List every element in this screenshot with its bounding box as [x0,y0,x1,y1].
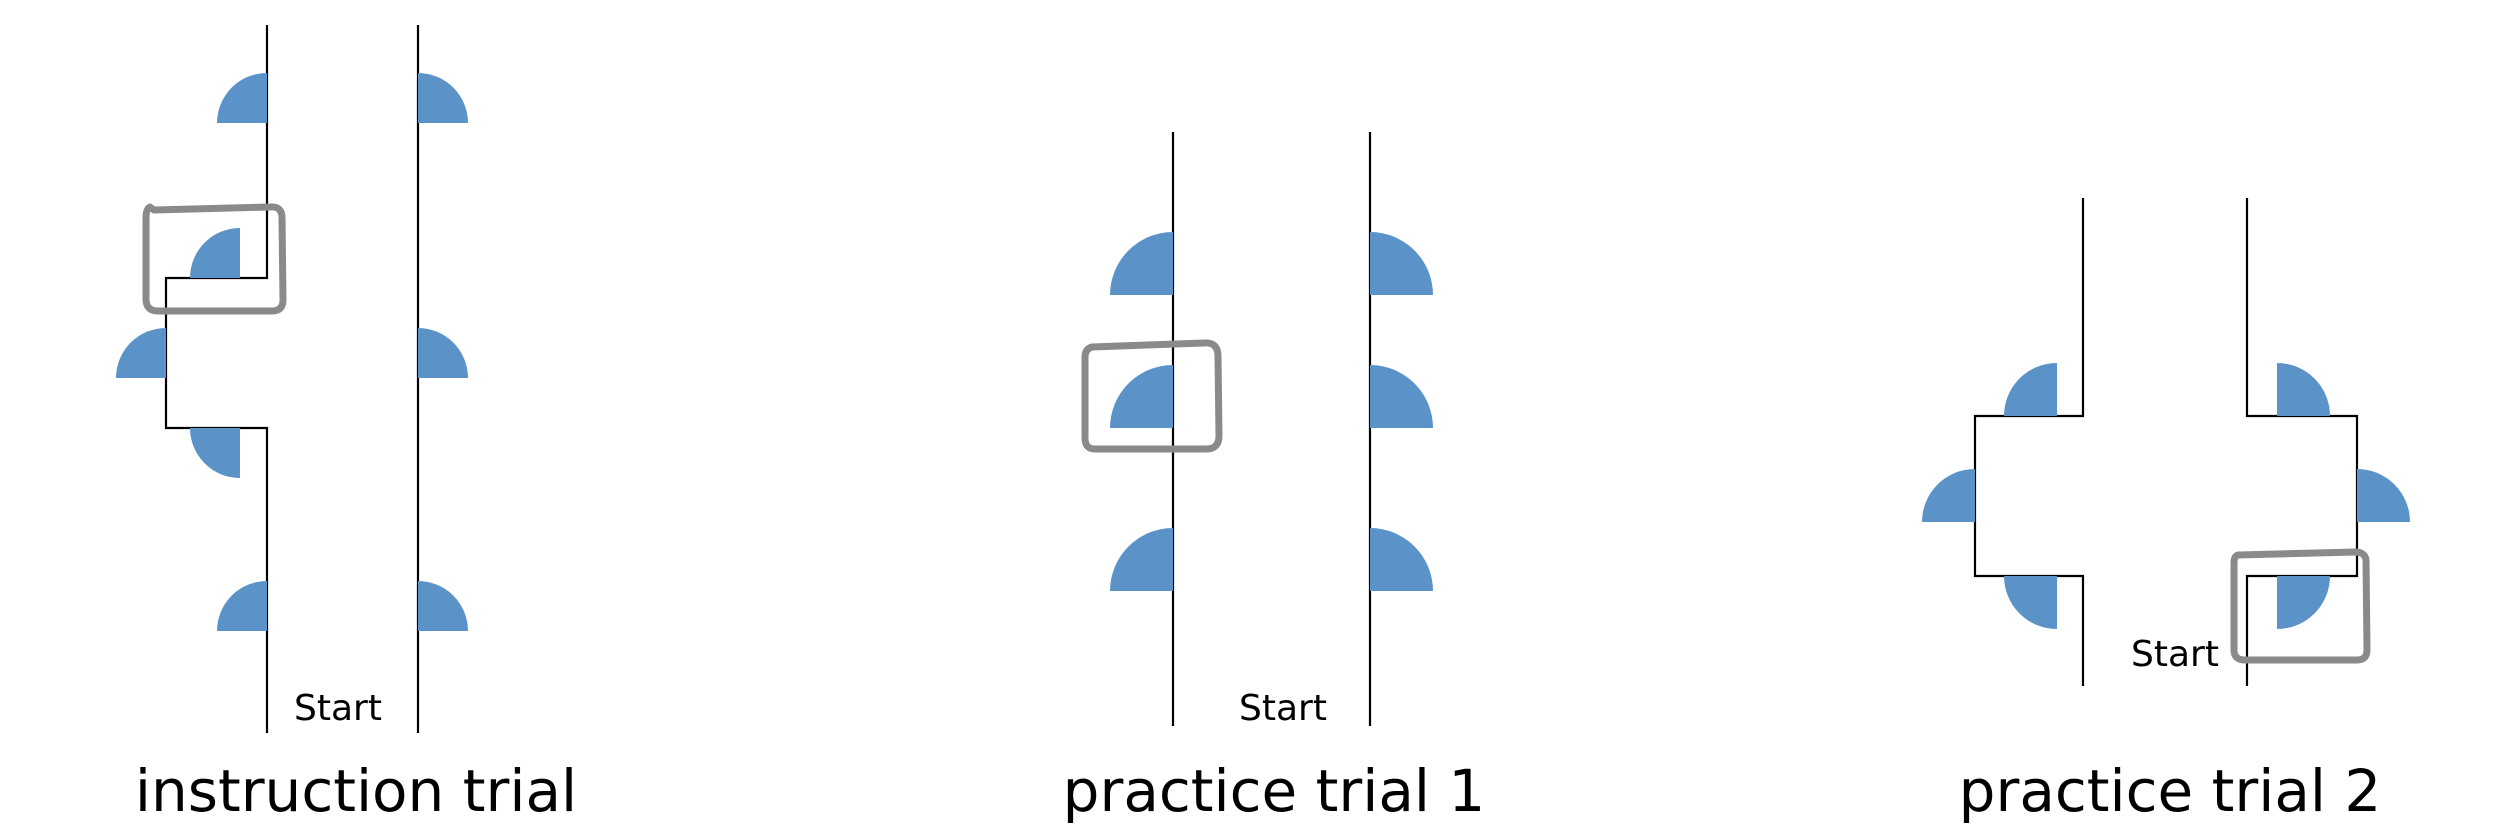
door-left-3 [2004,576,2057,629]
door-right-3 [418,581,468,631]
door-right-1 [418,73,468,123]
door-right-2 [418,328,468,378]
door-right-1 [2277,363,2330,416]
door-right-2 [1370,365,1433,428]
door-right-1 [1370,232,1433,295]
practice-trial-2-panel: Start practice trial 2 [1922,198,2410,825]
door-left-2 [190,228,240,278]
highlight-box [2230,548,2371,664]
door-left-3 [1110,528,1173,591]
door-right-3 [1370,528,1433,591]
practice-trial-1-panel: Start practice trial 1 [1063,132,1486,825]
door-right-2 [2357,469,2410,522]
instruction-trial-panel: Start instruction trial [116,25,577,825]
door-left-3 [116,328,166,378]
door-right-3 [2277,576,2330,629]
panel-caption: instruction trial [135,757,577,825]
door-left-4 [190,428,240,478]
door-left-1 [2004,363,2057,416]
start-label: Start [2131,634,2219,675]
door-left-2 [1922,469,1975,522]
start-label: Start [1239,688,1327,729]
panel-caption: practice trial 1 [1063,757,1486,825]
door-left-5 [217,581,267,631]
highlight-box [142,203,287,315]
panel-caption: practice trial 2 [1959,757,2382,825]
door-left-1 [1110,232,1173,295]
start-label: Start [294,688,382,729]
highlight-box [1081,339,1223,453]
door-left-1 [217,73,267,123]
door-left-2 [1110,365,1173,428]
